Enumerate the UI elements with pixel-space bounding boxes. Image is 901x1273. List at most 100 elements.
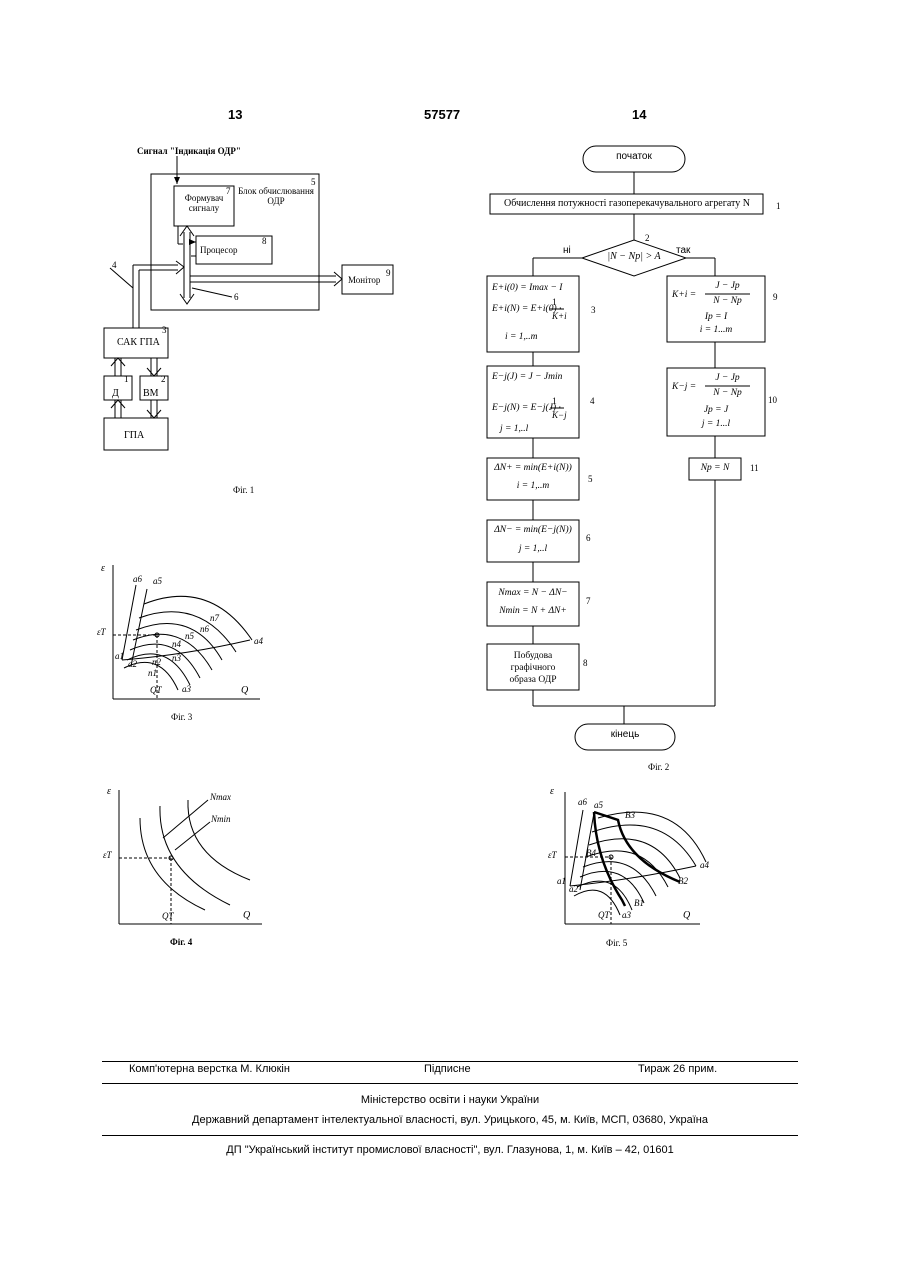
step-3-num: 1 [552,298,557,308]
num-1-fig2: 1 [776,201,781,211]
num-3-fig2: 3 [591,305,596,315]
monitor-label: Монітор [348,275,380,285]
fig3-operating-point [155,633,159,637]
processor-label: Процесор [200,245,238,255]
fig3-a3: a3 [182,684,191,694]
footer-rule-1 [102,1061,798,1062]
fig5-a4: a4 [700,860,709,870]
step-6-line2: j = 1,..l [487,544,579,554]
fig3-a5: a5 [153,576,162,586]
step-11-line1: Np = N [689,463,741,473]
fig5-B2: B2 [678,876,688,886]
num-4-fig2: 4 [590,396,595,406]
fig5-operating-point [609,855,613,859]
fig4-epsT: εT [103,850,112,860]
step-4-num: 1 [552,397,557,407]
num-6-fig2: 6 [586,533,591,543]
fig5-Q: Q [683,910,690,921]
step-8-line1: Побудова [487,650,579,662]
fig3-Q: Q [241,685,248,696]
step-10-den: N − Np [705,388,750,398]
document-number: 57577 [424,107,460,122]
fig3-n7: n7 [210,613,219,623]
footer-rule-3 [102,1135,798,1136]
fig4-eps: ε [107,786,111,797]
step-9-lhs: K+i = [672,290,696,300]
num-9-fig1: 9 [386,268,391,278]
num-8-fig2: 8 [583,658,588,668]
footer-signed: Підписне [424,1063,471,1075]
step-8-label: Побудова графічного образа ОДР [487,650,579,686]
end-label: кінець [575,729,675,740]
step-6-line1: ΔN− = min(E−j(N)) [487,525,579,535]
fig4-caption: Фіг. 4 [170,937,192,947]
step-8-line2: графічного [487,662,579,674]
page-number-right: 14 [632,107,646,122]
branch-no-label: ні [563,245,571,256]
fig5-a6: a6 [578,797,587,807]
footer-institute: ДП "Український інститут промислової вла… [102,1144,798,1156]
fig5-B1: B1 [634,898,644,908]
step-4-line2: E−j(N) = E−j(J) · [492,403,561,413]
block5-title-line1: Блок обчислювання [236,186,316,196]
block5-title: Блок обчислювання ОДР [236,186,316,206]
step-9-line3: i = 1...m [667,325,765,335]
fig5-QT: QT [598,910,610,920]
fig5-a5: a5 [594,800,603,810]
step-8-line3: образа ОДР [487,674,579,686]
step-4-line1: E−j(J) = J − Jmin [492,372,562,382]
num-5-fig1: 5 [311,177,316,187]
num-3-fig1: 3 [162,325,167,335]
fig3-n3: n3 [172,653,181,663]
fig4-operating-point [169,856,173,860]
d-label: Д [112,388,119,399]
num-1-fig1: 1 [124,374,129,384]
num-11-fig2: 11 [750,463,759,473]
fig3-a4: a4 [254,636,263,646]
footer-ministry: Міністерство освіти і науки України [102,1094,798,1106]
step-10-line2: Jp = J [667,405,765,415]
fig3-eps: ε [101,563,105,574]
vm-label: ВМ [143,388,159,399]
num-7-fig2: 7 [586,596,591,606]
step-3-line2: E+i(N) = E+i(0) · [492,304,561,314]
sak-label: САК ГПА [117,337,160,348]
num-4-fig1: 4 [112,260,117,270]
step-5-line1: ΔN+ = min(E+i(N)) [487,463,579,473]
decision-label: |N − Np| > A [600,251,668,262]
step-7-line1: Nmax = N − ΔN− [487,588,579,598]
fig4-Q: Q [243,910,250,921]
num-9-fig2: 9 [773,292,778,302]
fig5-B3: B3 [625,810,635,820]
former-label-line2: сигналу [174,203,234,213]
step-4-line3: j = 1,..l [500,424,528,434]
fig5-caption: Фіг. 5 [606,938,627,948]
fig3-epsT: εT [97,627,106,637]
fig3-caption: Фіг. 3 [171,712,192,722]
fig1-caption: Фіг. 1 [233,485,254,495]
fig4-Nmin: Nmin [211,814,231,824]
step-1-label: Обчислення потужності газоперекачувально… [492,198,762,209]
fig3-a2: a2 [128,659,137,669]
fig3-a6: a6 [133,574,142,584]
fig3-n5: n5 [185,631,194,641]
step-3-line3: i = 1,..m [505,332,538,342]
former-label: Формувач сигналу [174,193,234,213]
page-number-left: 13 [228,107,242,122]
footer-department: Державний департамент інтелектуальної вл… [102,1114,798,1126]
fig3-n6: n6 [200,624,209,634]
step-10-num: J − Jp [705,373,750,383]
branch-yes-label: так [676,245,690,256]
start-label: початок [583,151,685,162]
fig2-caption: Фіг. 2 [648,762,669,772]
fig3-n1: n1 [148,668,157,678]
step-10-lhs: K−j = [672,382,696,392]
num-10-fig2: 10 [768,395,777,405]
fig3-n4: n4 [172,639,181,649]
footer-typesetting: Комп'ютерна верстка М. Клюкін [129,1063,290,1075]
step-5-line2: i = 1,..m [487,481,579,491]
num-5-fig2: 5 [588,474,593,484]
num-2-fig2: 2 [645,233,650,243]
num-7-fig1: 7 [226,186,231,196]
step-4-den: K−j [552,410,567,420]
